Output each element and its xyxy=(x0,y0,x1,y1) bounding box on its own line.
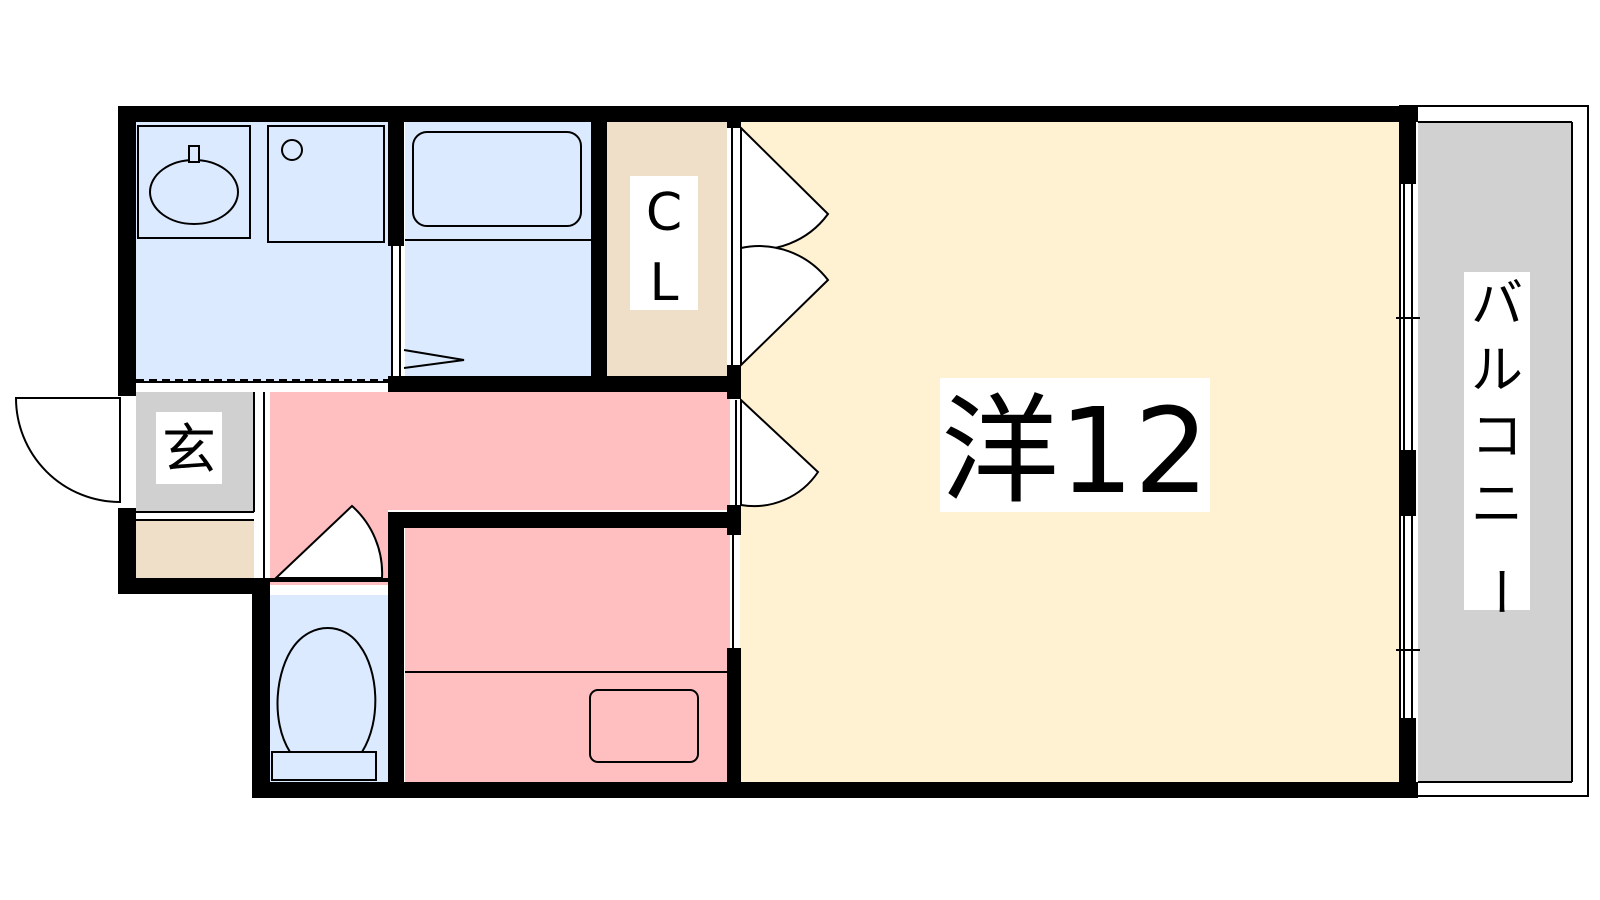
main-room-label-text: 洋12 xyxy=(941,382,1209,520)
closet-label: C L xyxy=(630,176,698,313)
toilet-tank xyxy=(271,751,377,781)
doors xyxy=(14,125,830,579)
walls xyxy=(118,106,1418,798)
entrance-label-text: 玄 xyxy=(162,418,216,481)
balcony-char: バ xyxy=(1471,275,1523,335)
closet-label-c: C xyxy=(646,183,682,243)
closet-door-lower xyxy=(740,245,830,368)
bath-door xyxy=(403,349,465,369)
balcony-label: バ ル コ ニ ー xyxy=(1464,272,1530,618)
toilet-bowl xyxy=(276,627,377,753)
balcony-char: ル xyxy=(1471,341,1523,401)
main-room-label: 洋12 xyxy=(940,378,1210,520)
entrance-door xyxy=(14,397,121,504)
main-room-door xyxy=(740,397,820,508)
hallway xyxy=(270,392,730,510)
toilet-door xyxy=(273,504,384,579)
faucet-icon xyxy=(188,145,200,163)
drain-icon xyxy=(281,139,303,161)
balcony-char: ニ xyxy=(1471,475,1523,535)
windows xyxy=(1396,184,1420,718)
thin-partitions xyxy=(136,128,737,673)
balcony-char: コ xyxy=(1471,407,1523,467)
entrance-label: 玄 xyxy=(156,412,222,484)
bathtub xyxy=(412,131,582,227)
stove xyxy=(589,689,699,763)
balcony-char: ー xyxy=(1467,566,1527,618)
sink-bowl xyxy=(149,159,239,225)
closet-label-l: L xyxy=(650,253,679,313)
shoe-storage xyxy=(136,520,254,580)
